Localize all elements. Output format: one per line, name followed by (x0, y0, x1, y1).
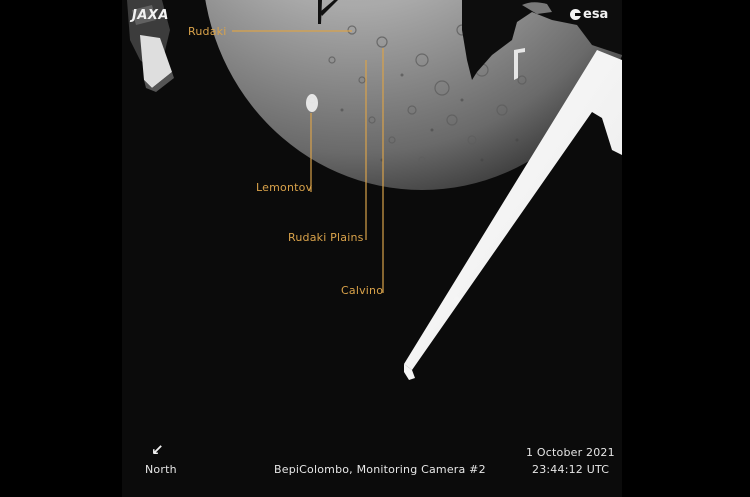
spacecraft-thruster (127, 0, 174, 92)
annotation-lines (232, 30, 384, 293)
esa-mark-icon (570, 9, 581, 20)
capture-time: 23:44:12 UTC (532, 463, 610, 476)
mercury-scene (127, 0, 622, 380)
jaxa-logo: JAXA (132, 8, 169, 23)
spacecraft-structure (462, 0, 622, 80)
capture-date: 1 October 2021 (526, 446, 615, 459)
annotation-lemontov: Lemontov (256, 181, 313, 194)
magnetometer-boom (404, 50, 622, 380)
mercury-planet (205, 0, 622, 190)
camera-label: BepiColombo, Monitoring Camera #2 (274, 463, 486, 476)
esa-logo-text: esa (583, 7, 609, 22)
esa-logo: esa (570, 7, 608, 22)
annotation-rudaki-plains: Rudaki Plains (288, 231, 364, 244)
north-arrow-icon: ↙ (151, 441, 164, 459)
north-label: North (145, 463, 177, 476)
annotation-rudaki: Rudaki (188, 25, 227, 38)
annotation-calvino: Calvino (341, 284, 384, 297)
camera-image-frame: JAXA esa Rudaki Lemontov Rudaki Plains C… (122, 0, 622, 497)
